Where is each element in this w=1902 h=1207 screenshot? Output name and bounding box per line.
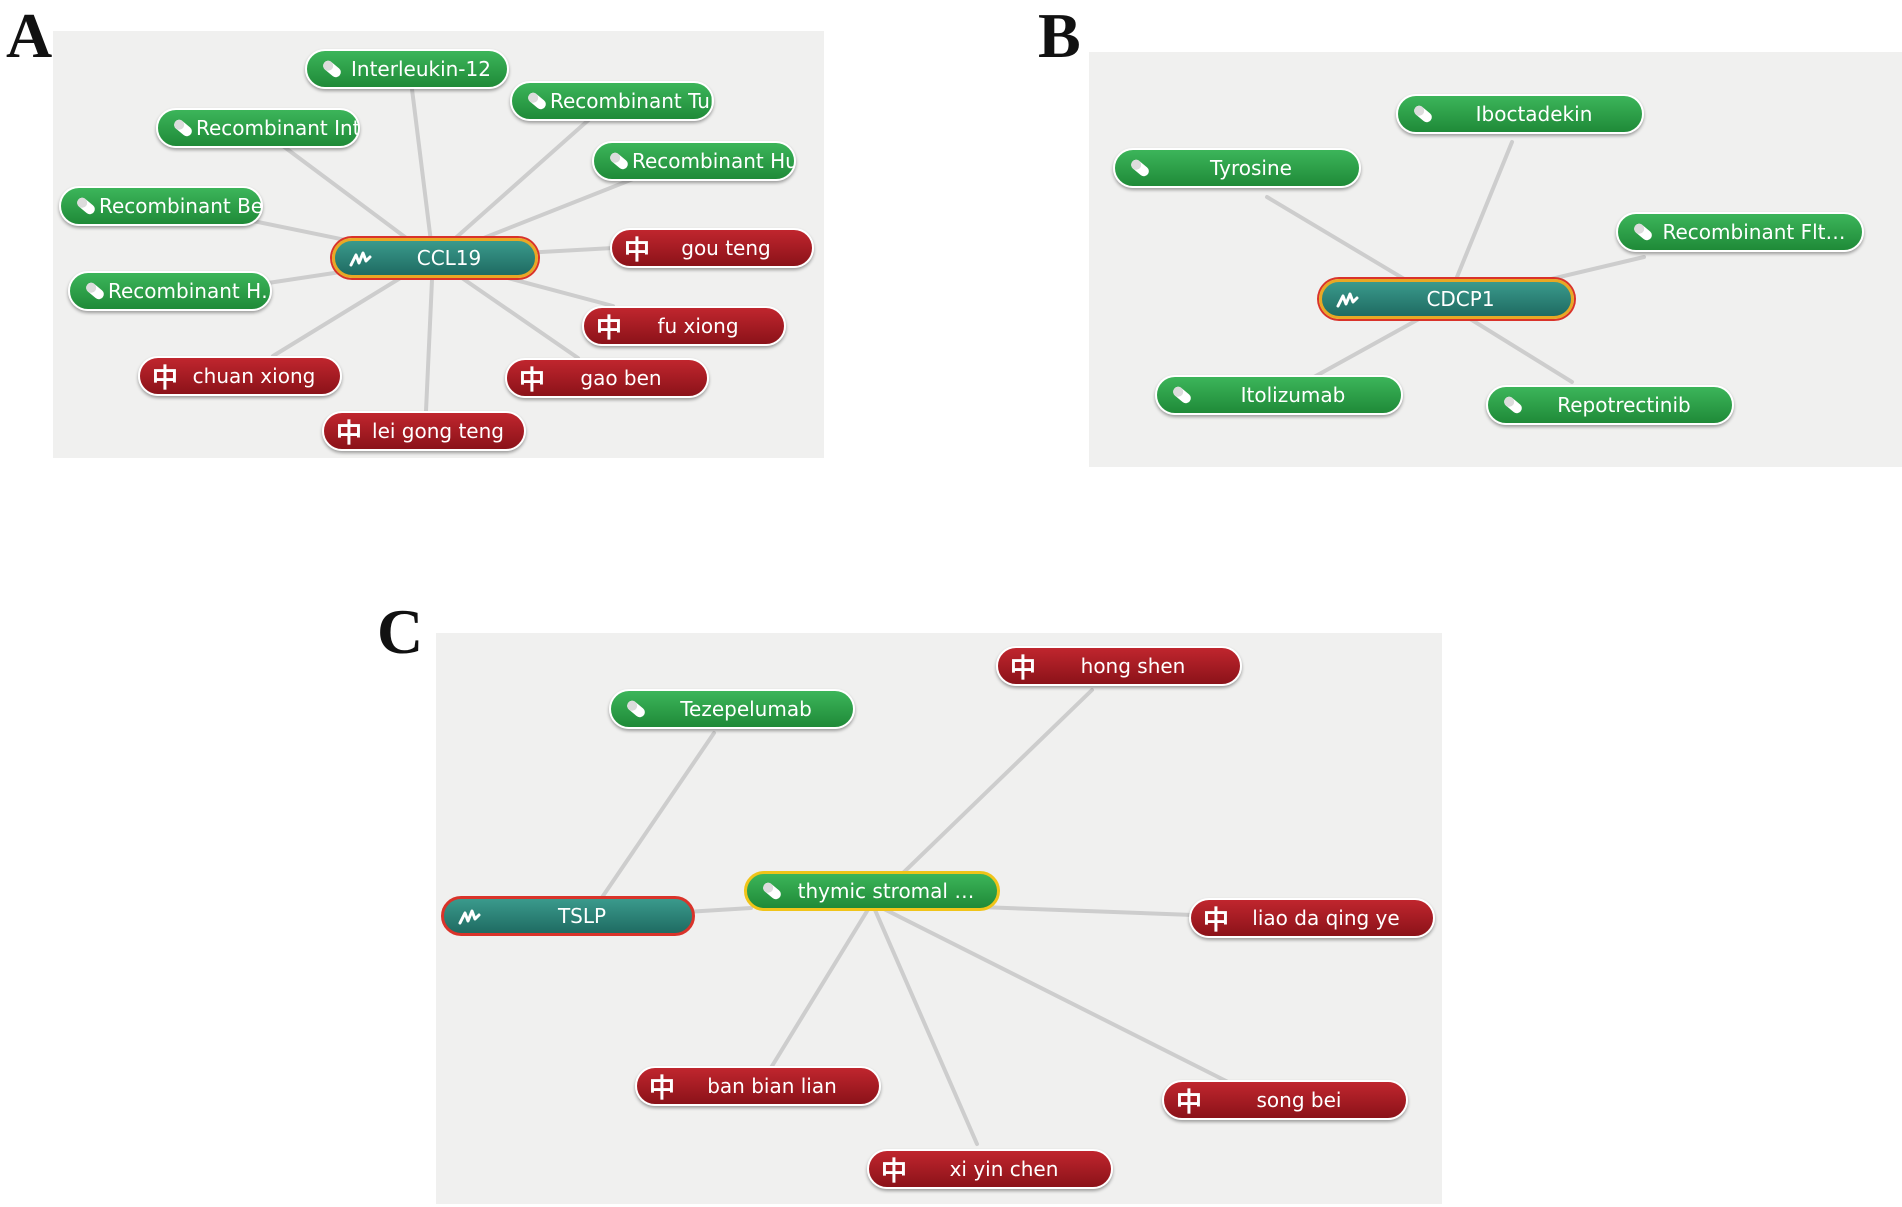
protein-icon (456, 903, 482, 929)
drug-label: Recombinant Be… (99, 194, 261, 218)
drug-node[interactable]: Tyrosine (1113, 148, 1361, 188)
herb-node[interactable]: 中 ban bian lian (635, 1066, 881, 1106)
pill-icon (606, 148, 632, 174)
herb-node[interactable]: 中 lei gong teng (322, 411, 526, 451)
herb-label: liao da qing ye (1252, 906, 1400, 930)
panel-label-a: A (6, 0, 53, 71)
pill-icon (170, 115, 196, 141)
chinese-medicine-icon: 中 (881, 1156, 908, 1187)
drug-label: Recombinant Hu… (632, 149, 794, 173)
pill-icon (1630, 219, 1656, 245)
pill-icon (1410, 101, 1436, 127)
herb-label: gao ben (580, 366, 662, 390)
chinese-medicine-icon: 中 (624, 235, 651, 266)
pill-icon (319, 56, 345, 82)
target-hub-node[interactable]: CDCP1 (1319, 279, 1574, 319)
drug-label: Recombinant Tum… (550, 89, 712, 113)
target-node[interactable]: TSLP (441, 896, 695, 936)
herb-node[interactable]: 中 liao da qing ye (1189, 898, 1435, 938)
network-panel-c: Tezepelumab 中 hong shen TSLP thymic strom… (436, 633, 1442, 1204)
herb-node[interactable]: 中 gao ben (505, 358, 709, 398)
herb-label: lei gong teng (372, 419, 504, 443)
drug-node[interactable]: Tezepelumab (609, 689, 855, 729)
drug-node[interactable]: Recombinant H… (68, 271, 272, 311)
drug-node[interactable]: Iboctadekin (1396, 94, 1644, 134)
pill-icon (1169, 382, 1195, 408)
drug-node[interactable]: Interleukin-12 (305, 49, 509, 89)
panel-label-c: C (377, 596, 424, 667)
chinese-medicine-icon: 中 (1010, 653, 1037, 684)
target-hub-node[interactable]: CCL19 (332, 238, 538, 278)
drug-label: Tezepelumab (680, 697, 812, 721)
drug-hub-node[interactable]: thymic stromal … (744, 871, 1000, 911)
pill-icon (82, 278, 108, 304)
chinese-medicine-icon: 中 (1176, 1087, 1203, 1118)
drug-label: Repotrectinib (1557, 393, 1691, 417)
drug-node[interactable]: Repotrectinib (1486, 385, 1734, 425)
pill-icon (524, 88, 550, 114)
chinese-medicine-icon: 中 (519, 365, 546, 396)
drug-label: Recombinant Flt… (1662, 220, 1846, 244)
protein-icon (347, 245, 373, 271)
herb-label: chuan xiong (192, 364, 316, 388)
herb-label: hong shen (1080, 654, 1186, 678)
herb-node[interactable]: 中 gou teng (610, 228, 814, 268)
drug-label: Itolizumab (1240, 383, 1346, 407)
pill-icon (623, 696, 649, 722)
chinese-medicine-icon: 中 (596, 313, 623, 344)
drug-label: Recombinant Int… (196, 116, 358, 140)
chinese-medicine-icon: 中 (1203, 905, 1230, 936)
panel-label-b: B (1038, 0, 1081, 71)
hub-label: thymic stromal … (797, 879, 975, 903)
drug-label: Tyrosine (1210, 156, 1292, 180)
herb-label: gou teng (681, 236, 771, 260)
pill-icon (759, 878, 785, 904)
herb-node[interactable]: 中 chuan xiong (138, 356, 342, 396)
herb-label: fu xiong (657, 314, 739, 338)
drug-label: Interleukin-12 (351, 57, 491, 81)
herb-label: ban bian lian (707, 1074, 837, 1098)
chinese-medicine-icon: 中 (336, 418, 363, 449)
herb-node[interactable]: 中 song bei (1162, 1080, 1408, 1120)
herb-label: xi yin chen (949, 1157, 1059, 1181)
herb-node[interactable]: 中 hong shen (996, 646, 1242, 686)
herb-node[interactable]: 中 xi yin chen (867, 1149, 1113, 1189)
drug-node[interactable]: Itolizumab (1155, 375, 1403, 415)
pill-icon (73, 193, 99, 219)
chinese-medicine-icon: 中 (649, 1073, 676, 1104)
network-panel-b: Iboctadekin Tyrosine Recombinant Flt… CD… (1089, 52, 1902, 467)
herb-node[interactable]: 中 fu xiong (582, 306, 786, 346)
protein-icon (1334, 286, 1360, 312)
network-panel-a: Interleukin-12 Recombinant Tum… Recombin… (53, 31, 824, 458)
hub-label: CCL19 (416, 246, 482, 270)
drug-node[interactable]: Recombinant Be… (59, 186, 263, 226)
herb-label: song bei (1256, 1088, 1342, 1112)
drug-node[interactable]: Recombinant Hu… (592, 141, 796, 181)
hub-label: CDCP1 (1426, 287, 1495, 311)
drug-node[interactable]: Recombinant Flt… (1616, 212, 1864, 252)
drug-label: Iboctadekin (1475, 102, 1593, 126)
target-label: TSLP (557, 904, 607, 928)
chinese-medicine-icon: 中 (152, 363, 179, 394)
drug-node[interactable]: Recombinant Tum… (510, 81, 714, 121)
drug-node[interactable]: Recombinant Int… (156, 108, 360, 148)
pill-icon (1500, 392, 1526, 418)
pill-icon (1127, 155, 1153, 181)
drug-label: Recombinant H… (108, 279, 270, 303)
